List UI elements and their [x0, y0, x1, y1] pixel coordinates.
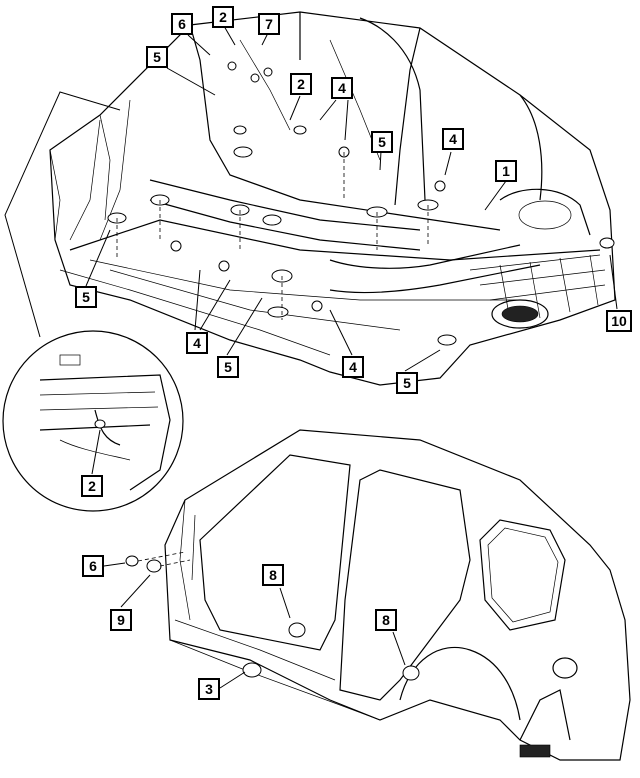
callout-6: 6: [82, 555, 104, 577]
callout-10: 10: [606, 310, 632, 332]
callout-4: 4: [442, 128, 464, 150]
callout-2: 2: [290, 73, 312, 95]
callout-4: 4: [342, 356, 364, 378]
leader-lines: [85, 25, 618, 689]
callout-6: 6: [171, 13, 193, 35]
callout-4: 4: [186, 332, 208, 354]
callout-2: 2: [81, 475, 103, 497]
callout-8: 8: [262, 564, 284, 586]
detail-view-drawing: [2, 91, 184, 512]
callout-9: 9: [110, 609, 132, 631]
callout-5: 5: [217, 356, 239, 378]
callout-7: 7: [258, 13, 280, 35]
callout-5: 5: [396, 372, 418, 394]
callout-2: 2: [212, 6, 234, 28]
callout-5: 5: [75, 286, 97, 308]
callout-3: 3: [198, 678, 220, 700]
callout-1: 1: [495, 160, 517, 182]
callout-5: 5: [146, 46, 168, 68]
body-side-drawing: [125, 429, 631, 761]
callout-8: 8: [375, 609, 397, 631]
floor-plugs: [107, 61, 615, 346]
callout-5: 5: [371, 131, 393, 153]
callout-4: 4: [331, 77, 353, 99]
floor-pan-drawing: [49, 11, 616, 386]
